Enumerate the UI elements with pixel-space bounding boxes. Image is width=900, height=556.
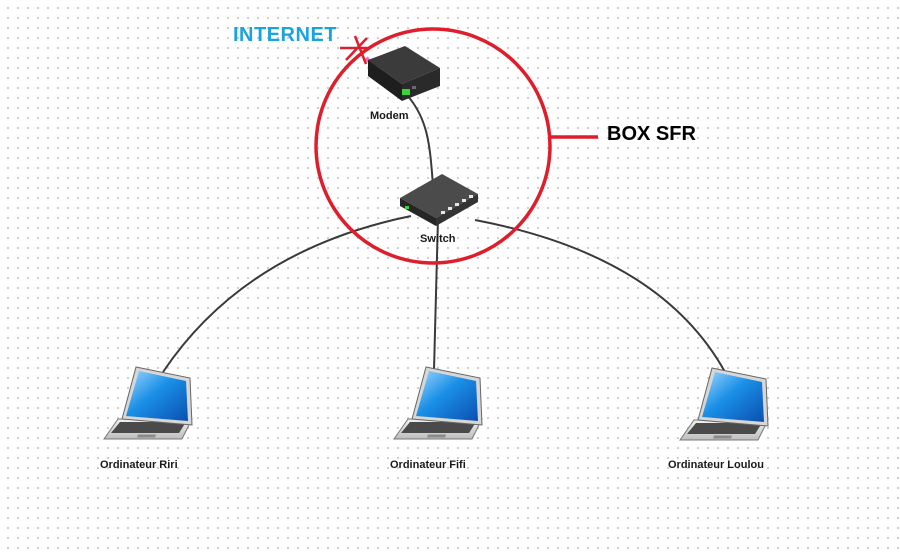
cross-mark-icon [340,35,370,65]
laptop-icon[interactable] [103,366,193,440]
network-switch-icon[interactable] [400,174,478,226]
switch-label: Switch [420,233,456,245]
laptop-loulou-label: Ordinateur Loulou [668,459,764,471]
modem-icon[interactable] [368,46,440,101]
modem-label: Modem [370,110,409,122]
laptop-riri-label: Ordinateur Riri [100,459,178,471]
internet-label: INTERNET [233,24,337,46]
laptop-icon[interactable] [679,367,769,441]
cable-modem-switch [405,93,434,187]
cable-switch-loulou [474,219,726,373]
cable-switch-riri [162,215,412,373]
laptop-icon[interactable] [393,366,483,440]
laptop-fifi-label: Ordinateur Fifi [390,459,466,471]
cable-switch-fifi [433,217,439,371]
box-sfr-label: BOX SFR [607,123,696,145]
cables [162,93,726,373]
box-sfr-circle [314,27,552,265]
